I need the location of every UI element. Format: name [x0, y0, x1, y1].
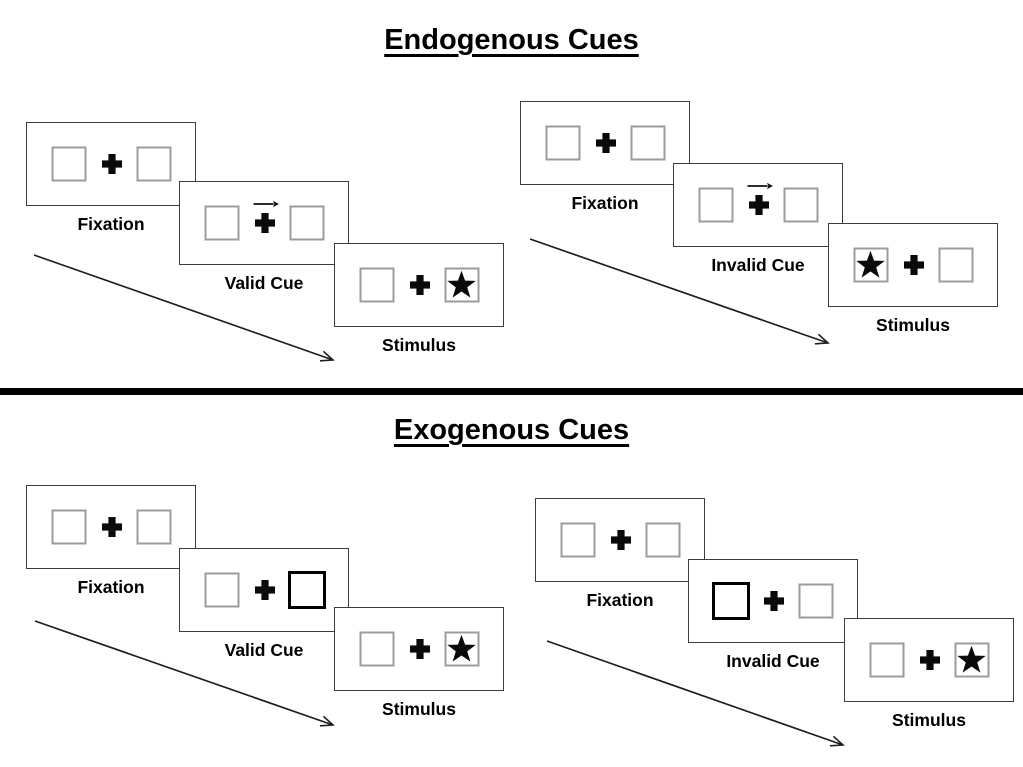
- fixation-cross-icon: [410, 639, 430, 659]
- fixation-cross-icon: [102, 517, 122, 537]
- panel-fixation-screen: [26, 122, 196, 206]
- panel-label: Fixation: [586, 590, 654, 610]
- panel-label: Invalid Cue: [726, 651, 820, 671]
- placeholder-box-right: [289, 205, 324, 241]
- placeholder-box-left: [359, 267, 394, 303]
- placeholder-box-left: [545, 125, 580, 161]
- time-arrow: [529, 238, 830, 345]
- panel-label: Invalid Cue: [711, 255, 805, 275]
- fixation-cross-icon: [764, 591, 784, 611]
- panel-stimulus-screen: [828, 223, 998, 307]
- exo-invalid-fixation-frame: Fixation: [535, 498, 705, 610]
- placeholder-box-right: [783, 187, 818, 223]
- placeholder-box-left: [560, 522, 595, 558]
- target-box-right: [444, 267, 479, 303]
- exo-valid-stimulus-frame: Stimulus: [334, 607, 504, 719]
- target-box-left: [853, 247, 888, 283]
- fixation-cross-icon: [596, 133, 616, 153]
- placeholder-box-right: [630, 125, 665, 161]
- fixation-cross-icon: [102, 154, 122, 174]
- panel-label: Fixation: [77, 577, 145, 597]
- panel-label: Fixation: [571, 193, 639, 213]
- placeholder-box-left: [698, 187, 733, 223]
- panel-fixation-screen: [535, 498, 705, 582]
- placeholder-box-right: [645, 522, 680, 558]
- cue-arrow-icon: [747, 182, 773, 190]
- panel-label: Stimulus: [382, 335, 456, 355]
- target-box-right: [954, 642, 989, 678]
- target-box-right: [444, 631, 479, 667]
- placeholder-box-left: [51, 509, 86, 545]
- fixation-cross-icon: [749, 195, 769, 215]
- target-star-icon: [447, 270, 476, 298]
- fixation-cross-icon: [920, 650, 940, 670]
- section-title-exogenous: Exogenous Cues: [393, 414, 630, 446]
- fixation-cross-icon: [255, 580, 275, 600]
- section-divider: [0, 388, 1023, 395]
- panel-fixation-screen: [520, 101, 690, 185]
- placeholder-box-left: [204, 205, 239, 241]
- panel-label: Stimulus: [382, 699, 456, 719]
- panel-cue-screen: [179, 181, 349, 265]
- endo-invalid-fixation-frame: Fixation: [520, 101, 690, 213]
- exo-invalid-cue-frame: Invalid Cue: [688, 559, 858, 671]
- endo-invalid-stimulus-frame: Stimulus: [828, 223, 998, 335]
- fixation-cross-icon: [410, 275, 430, 295]
- panel-stimulus-screen: [334, 607, 504, 691]
- endo-valid-stimulus-frame: Stimulus: [334, 243, 504, 355]
- fixation-cross-icon: [255, 213, 275, 233]
- panel-label: Valid Cue: [224, 640, 304, 660]
- cue-highlight-box-left: [711, 582, 750, 620]
- panel-cue-screen: [688, 559, 858, 643]
- panel-stimulus-screen: [334, 243, 504, 327]
- endo-invalid-cue-frame: Invalid Cue: [673, 163, 843, 275]
- placeholder-box-right: [798, 583, 833, 619]
- section-title-endogenous: Endogenous Cues: [384, 24, 639, 56]
- placeholder-box-left: [51, 146, 86, 182]
- fixation-cross-icon: [611, 530, 631, 550]
- panel-cue-screen: [673, 163, 843, 247]
- placeholder-box-left: [204, 572, 239, 608]
- panel-label: Fixation: [77, 214, 145, 234]
- placeholder-box-right: [136, 509, 171, 545]
- panel-label: Valid Cue: [224, 273, 304, 293]
- target-star-icon: [957, 645, 986, 673]
- exo-invalid-stimulus-frame: Stimulus: [844, 618, 1014, 730]
- exo-valid-fixation-frame: Fixation: [26, 485, 196, 597]
- panel-cue-screen: [179, 548, 349, 632]
- panel-fixation-screen: [26, 485, 196, 569]
- placeholder-box-right: [938, 247, 973, 283]
- placeholder-box-left: [869, 642, 904, 678]
- panel-label: Stimulus: [892, 710, 966, 730]
- panel-stimulus-screen: [844, 618, 1014, 702]
- time-arrow: [33, 254, 335, 362]
- placeholder-box-left: [359, 631, 394, 667]
- cue-arrow-icon: [253, 200, 279, 208]
- target-star-icon: [447, 634, 476, 662]
- placeholder-box-right: [136, 146, 171, 182]
- cue-highlight-box-right: [287, 571, 326, 609]
- endo-valid-cue-frame: Valid Cue: [179, 181, 349, 293]
- target-star-icon: [856, 250, 885, 278]
- fixation-cross-icon: [904, 255, 924, 275]
- exo-valid-cue-frame: Valid Cue: [179, 548, 349, 660]
- time-arrow: [34, 620, 335, 727]
- time-arrow: [546, 640, 845, 747]
- panel-label: Stimulus: [876, 315, 950, 335]
- endo-valid-fixation-frame: Fixation: [26, 122, 196, 234]
